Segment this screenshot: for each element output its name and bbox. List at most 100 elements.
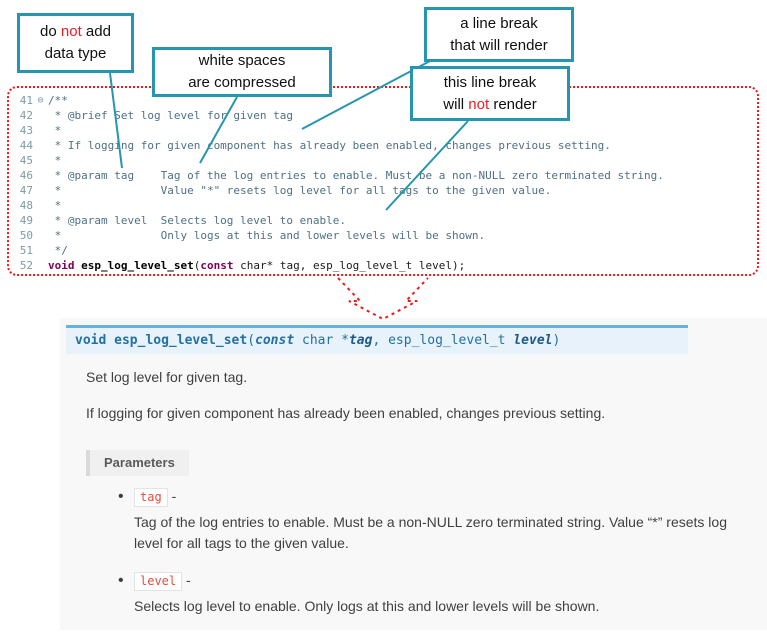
- code-text: *: [48, 153, 62, 168]
- code-lines: 41⊖/**42 * @brief Set log level for give…: [13, 93, 753, 273]
- line-number: 43: [19, 124, 33, 137]
- parameter-name: level: [134, 572, 183, 591]
- fold-margin: [33, 108, 48, 123]
- code-line-51: 51 */: [13, 243, 753, 258]
- text-segment: void: [75, 333, 115, 348]
- parameter-name: tag: [134, 488, 168, 507]
- code-line-49: 49 * @param level Selects log level to e…: [13, 213, 753, 228]
- fold-margin: [33, 243, 48, 258]
- code-text: *: [48, 198, 62, 213]
- fold-margin: [33, 123, 48, 138]
- fold-margin: [33, 228, 48, 243]
- code-text: */: [48, 243, 68, 258]
- code-line-43: 43 *: [13, 123, 753, 138]
- code-text: * Only logs at this and lower levels wil…: [48, 228, 485, 243]
- text-segment: that will render: [450, 36, 548, 54]
- code-line-41: 41 ⊖ /**: [13, 93, 753, 108]
- callout-line-break-renders: a line break that will render: [424, 7, 574, 62]
- text-segment: (: [247, 333, 256, 348]
- text-segment: /**: [48, 94, 68, 107]
- code-line-46: 46 * @param tag Tag of the log entries t…: [13, 168, 753, 183]
- text-segment: *: [48, 199, 62, 212]
- text-segment: const: [200, 259, 234, 272]
- code-text: void esp_log_level_set(const char* tag, …: [48, 258, 465, 273]
- callout-whitespace-compressed: white spaces are compressed: [152, 47, 332, 97]
- signature-text: void esp_log_level_set(const char *tag, …: [75, 333, 560, 348]
- callout-text: a line break that will render: [450, 13, 548, 57]
- render-arrow: [337, 277, 429, 321]
- code-line-48: 48 *: [13, 198, 753, 213]
- line-number: 47: [19, 184, 33, 197]
- text-segment: *: [48, 124, 62, 137]
- function-signature: void esp_log_level_set(const char *tag, …: [66, 325, 688, 354]
- text-segment: esp_log_level_set: [81, 259, 194, 272]
- line-number: 46: [19, 169, 33, 182]
- text-segment: are compressed: [188, 74, 296, 91]
- emphasis-red-text: not: [468, 95, 490, 113]
- text-segment: */: [48, 244, 68, 257]
- line-number: 44: [19, 139, 33, 152]
- text-segment: add: [81, 23, 111, 41]
- code-text: * @brief Set log level for given tag: [48, 108, 293, 123]
- text-segment: char *: [294, 333, 349, 348]
- fold-margin: [33, 213, 48, 228]
- text-segment: char* tag, esp_log_level_t level);: [233, 259, 466, 272]
- code-text: * @param tag Tag of the log entries to e…: [48, 168, 664, 183]
- text-segment: * @brief Set log level for given tag: [48, 109, 294, 122]
- text-segment: * Only logs at this and lower levels wil…: [48, 229, 486, 242]
- emphasis-red-text: not: [60, 23, 82, 41]
- line-number: 50: [19, 229, 33, 242]
- source-code-editor: 41⊖/**42 * @brief Set log level for give…: [7, 86, 759, 276]
- text-segment: a line break: [460, 14, 538, 32]
- line-number: 51: [19, 244, 33, 257]
- text-segment: * If logging for given component has alr…: [48, 139, 611, 152]
- fold-margin: [33, 153, 48, 168]
- fold-margin: [33, 198, 48, 213]
- fold-collapse-icon[interactable]: ⊖: [37, 95, 44, 106]
- parameters-heading: Parameters: [86, 450, 189, 476]
- line-number: 42: [19, 109, 33, 122]
- fold-margin: [33, 168, 48, 183]
- text-segment: *: [48, 154, 62, 167]
- line-number: 41: [19, 94, 33, 107]
- text-segment: render: [489, 95, 537, 113]
- parameter-item-tag: tag - Tag of the log entries to enable. …: [118, 488, 767, 554]
- text-segment: (: [193, 259, 201, 272]
- line-number: 48: [19, 199, 33, 212]
- code-line-42: 42 * @brief Set log level for given tag: [13, 108, 753, 123]
- text-segment: void: [48, 259, 75, 272]
- code-line-47: 47 * Value "*" resets log level for all …: [13, 183, 753, 198]
- code-text: /**: [48, 93, 68, 108]
- text-segment: , esp_log_level_t: [372, 333, 514, 348]
- code-text: *: [48, 123, 62, 138]
- code-text: * Value "*" resets log level for all tag…: [48, 183, 552, 198]
- code-line-50: 50 * Only logs at this and lower levels …: [13, 228, 753, 243]
- detailed-description: If logging for given component has alrea…: [86, 405, 606, 421]
- text-segment: do: [40, 23, 61, 41]
- parameter-description: Tag of the log entries to enable. Must b…: [134, 514, 727, 551]
- text-segment: this line break: [443, 73, 537, 91]
- text-segment: data type: [44, 45, 107, 62]
- text-segment: * Value "*" resets log level for all tag…: [48, 184, 552, 197]
- fold-margin: [33, 258, 48, 273]
- brief-description: Set log level for given tag.: [86, 369, 248, 385]
- callout-text: white spaces are compressed: [188, 50, 296, 94]
- text-segment: const: [255, 333, 295, 348]
- code-line-45: 45 *: [13, 153, 753, 168]
- parameter-item-level: level - Selects log level to enable. Onl…: [118, 572, 767, 617]
- text-segment: tag: [348, 333, 373, 348]
- code-text: * @param level Selects log level to enab…: [48, 213, 346, 228]
- text-segment: * @param level Selects log level to enab…: [48, 214, 347, 227]
- text-segment: esp_log_level_set: [114, 333, 248, 348]
- callout-text: do not add data type: [40, 21, 111, 65]
- rendered-documentation: void esp_log_level_set(const char *tag, …: [60, 318, 767, 630]
- fold-margin: [33, 138, 48, 153]
- callout-no-data-type: do not add data type: [17, 13, 134, 73]
- code-text: * If logging for given component has alr…: [48, 138, 611, 153]
- text-segment: level: [513, 333, 553, 348]
- parameter-list: tag - Tag of the log entries to enable. …: [60, 488, 767, 617]
- text-segment: white spaces: [198, 52, 286, 70]
